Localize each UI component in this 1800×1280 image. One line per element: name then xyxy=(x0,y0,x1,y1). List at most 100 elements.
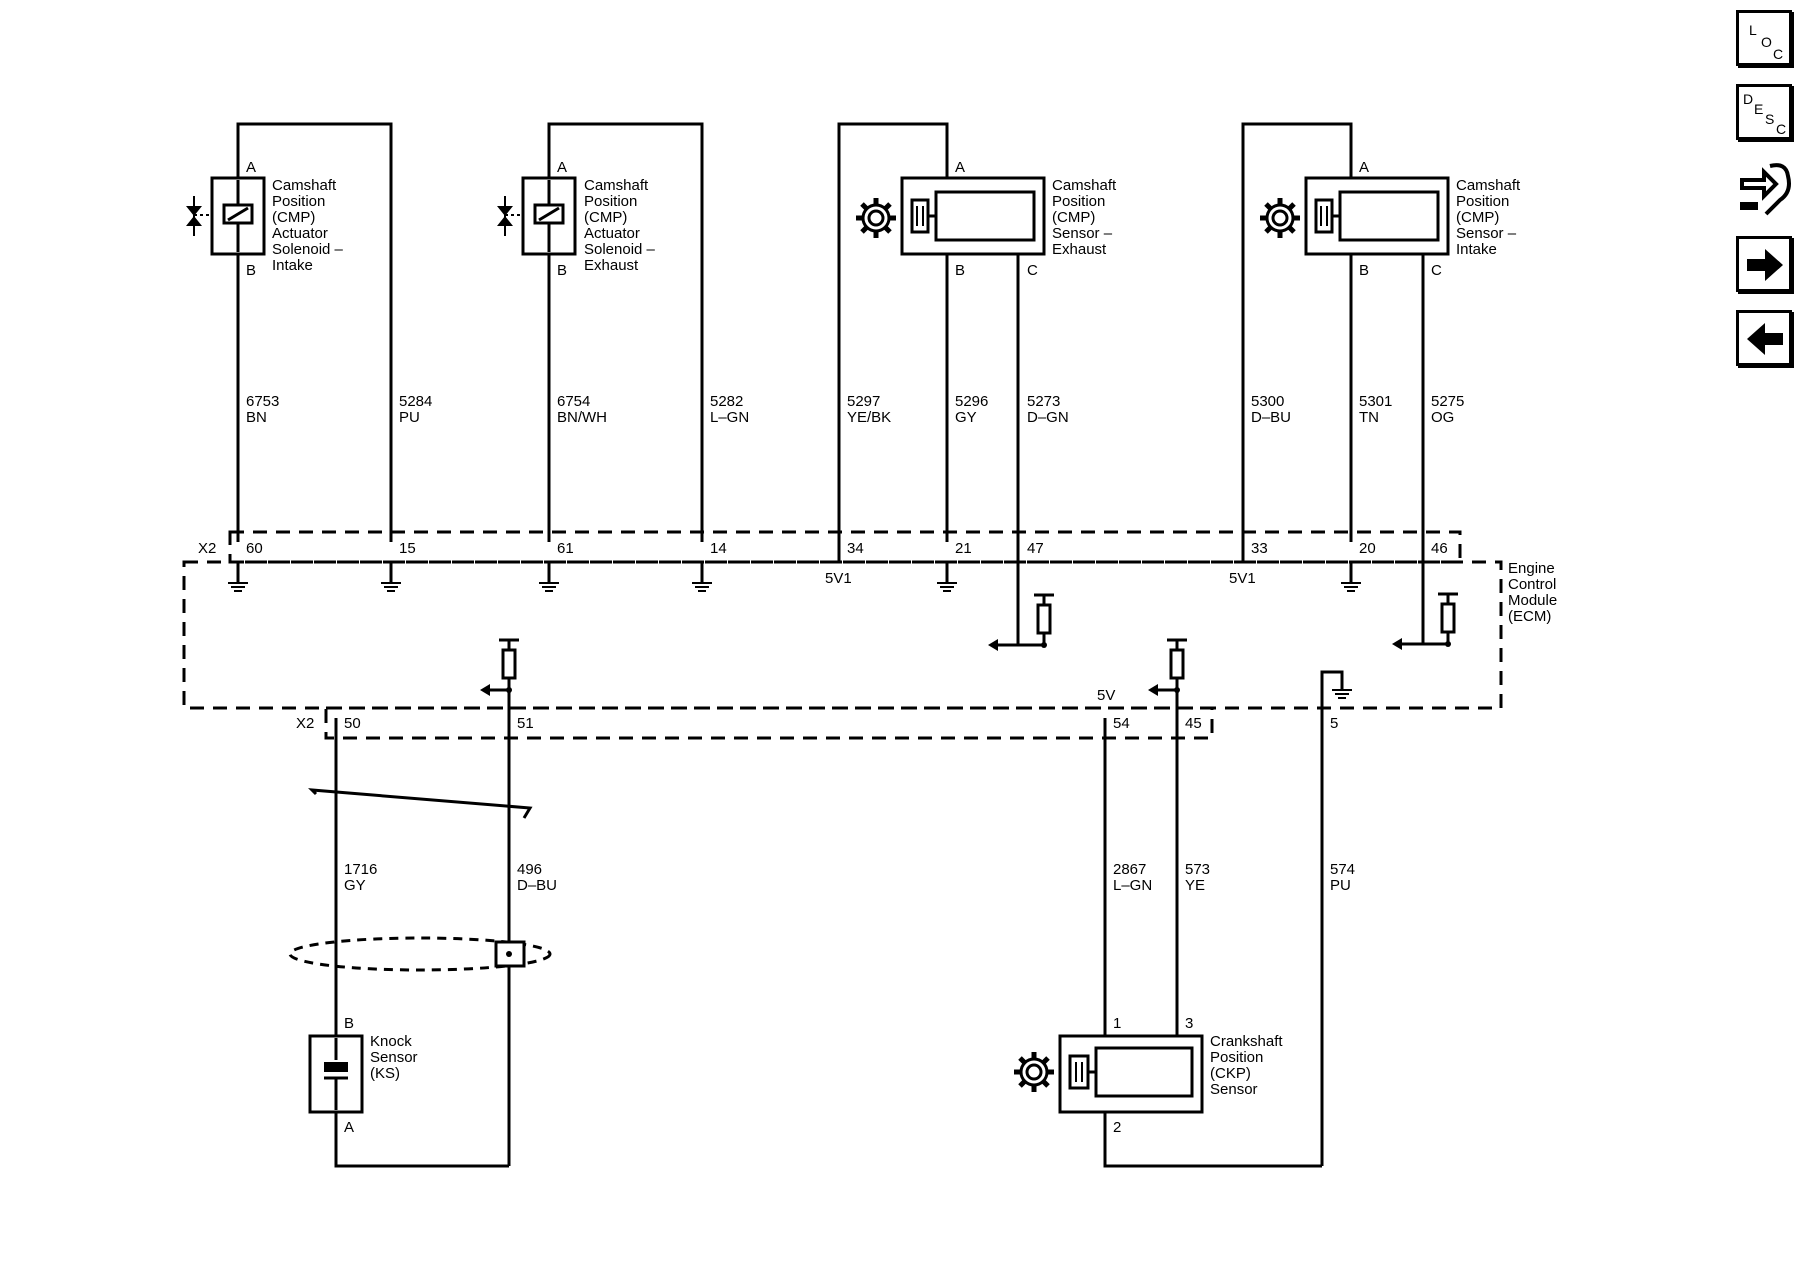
knock-sensor: B A Knock Sensor (KS) xyxy=(308,1015,509,1168)
ecm-internal-grounds xyxy=(226,562,1363,593)
top-wire-5284: 5284 PU 15 xyxy=(399,393,432,557)
svg-text:D–BU: D–BU xyxy=(1251,409,1291,426)
ecm-pin: 34 xyxy=(847,540,864,557)
pin-b: B xyxy=(344,1015,354,1032)
svg-text:D–GN: D–GN xyxy=(1027,409,1069,426)
svg-text:BN/WH: BN/WH xyxy=(557,409,607,426)
loc-letter-l: L xyxy=(1749,22,1757,38)
ecm-input-circuit-573: 5V xyxy=(1097,638,1189,718)
svg-text:496: 496 xyxy=(517,861,542,878)
svg-text:5282: 5282 xyxy=(710,393,743,410)
previous-page-button[interactable] xyxy=(1736,310,1792,366)
ckp-sensor: 1 3 2 Crankshaft Position (CKP) Sensor xyxy=(1014,1015,1322,1168)
location-button[interactable]: L O C xyxy=(1736,10,1792,66)
svg-text:PU: PU xyxy=(1330,877,1351,894)
svg-text:50: 50 xyxy=(344,715,361,732)
top-wire-5296: 5296 GY 21 xyxy=(955,393,988,557)
svg-text:5296: 5296 xyxy=(955,393,988,410)
connector-x2-bottom-label: X2 xyxy=(296,715,314,732)
svg-text:L–GN: L–GN xyxy=(710,409,749,426)
description-button[interactable]: D E S C xyxy=(1736,84,1792,140)
svg-text:5275: 5275 xyxy=(1431,393,1464,410)
svg-text:D–BU: D–BU xyxy=(517,877,557,894)
svg-text:OG: OG xyxy=(1431,409,1454,426)
top-wire-5297: 5297 YE/BK 34 xyxy=(847,393,891,557)
ecm-pin: 46 xyxy=(1431,540,1448,557)
svg-text:Sensor –: Sensor – xyxy=(1456,225,1517,242)
pin-a: A xyxy=(344,1119,354,1136)
svg-text:Sensor: Sensor xyxy=(370,1049,418,1066)
pin-c: C xyxy=(1431,262,1442,279)
svg-text:Actuator: Actuator xyxy=(272,225,328,242)
svg-text:6754: 6754 xyxy=(557,393,590,410)
svg-text:54: 54 xyxy=(1113,715,1130,732)
svg-text:573: 573 xyxy=(1185,861,1210,878)
bottom-wire-2867: 54 2867 L–GN xyxy=(1103,715,1152,1036)
ecm-pin: 61 xyxy=(557,540,574,557)
svg-text:6753: 6753 xyxy=(246,393,279,410)
cmp-actuator-solenoid-intake: A B Camshaft Position (CMP) Actuator Sol… xyxy=(186,122,393,542)
bottom-wire-1716: 50 1716 GY xyxy=(334,715,377,1036)
svg-text:Sensor –: Sensor – xyxy=(1052,225,1113,242)
pin-a: A xyxy=(557,159,567,176)
svg-text:Module: Module xyxy=(1508,592,1557,609)
pin-2: 2 xyxy=(1113,1119,1121,1136)
svg-text:5273: 5273 xyxy=(1027,393,1060,410)
pin-b: B xyxy=(557,262,567,279)
svg-text:5: 5 xyxy=(1330,715,1338,732)
svg-text:Position: Position xyxy=(1210,1049,1263,1066)
svg-text:Position: Position xyxy=(272,193,325,210)
pin-a: A xyxy=(955,159,965,176)
svg-text:YE/BK: YE/BK xyxy=(847,409,891,426)
svg-text:Camshaft: Camshaft xyxy=(1456,177,1521,194)
ecm-input-circuit-5273 xyxy=(988,593,1056,651)
next-page-button[interactable] xyxy=(1736,236,1792,292)
pin-a: A xyxy=(246,159,256,176)
pin-3: 3 xyxy=(1185,1015,1193,1032)
connector-x2-top-label: X2 xyxy=(198,540,216,557)
desc-letter-s: S xyxy=(1765,111,1774,127)
service-tool-icon[interactable] xyxy=(1736,158,1794,218)
svg-text:(CKP): (CKP) xyxy=(1210,1065,1251,1082)
svg-text:5284: 5284 xyxy=(399,393,432,410)
loc-letter-o: O xyxy=(1761,34,1772,50)
ecm-boundary xyxy=(182,530,1503,740)
ecm-input-circuit-5275 xyxy=(1392,592,1460,650)
pin-b: B xyxy=(246,262,256,279)
pin-b: B xyxy=(1359,262,1369,279)
pin-1: 1 xyxy=(1113,1015,1121,1032)
svg-text:Camshaft: Camshaft xyxy=(272,177,337,194)
svg-text:Exhaust: Exhaust xyxy=(1052,241,1107,258)
svg-text:Control: Control xyxy=(1508,576,1556,593)
ecm-ground-pin-5 xyxy=(1320,670,1354,718)
shield-marker xyxy=(288,936,552,972)
svg-text:Camshaft: Camshaft xyxy=(584,177,649,194)
svg-text:(CMP): (CMP) xyxy=(1052,209,1095,226)
ecm-pin: 33 xyxy=(1251,540,1268,557)
pin-a: A xyxy=(1359,159,1369,176)
svg-text:5300: 5300 xyxy=(1251,393,1284,410)
svg-text:2867: 2867 xyxy=(1113,861,1146,878)
cmp-sensor-exhaust: A B C Camshaft Position (CMP) Sensor – E… xyxy=(837,122,1117,640)
svg-text:(CMP): (CMP) xyxy=(584,209,627,226)
svg-text:PU: PU xyxy=(399,409,420,426)
ecm-pin: 14 xyxy=(710,540,727,557)
top-wire-6754: 6754 BN/WH 61 xyxy=(557,393,607,557)
top-wire-5301: 5301 TN 20 xyxy=(1359,393,1392,557)
svg-text:(CMP): (CMP) xyxy=(1456,209,1499,226)
svg-text:51: 51 xyxy=(517,715,534,732)
svg-text:45: 45 xyxy=(1185,715,1202,732)
svg-text:(ECM): (ECM) xyxy=(1508,608,1551,625)
svg-text:Intake: Intake xyxy=(1456,241,1497,258)
svg-text:Solenoid –: Solenoid – xyxy=(584,241,656,258)
supply-5v1-label: 5V1 xyxy=(825,570,852,587)
ecm-pin: 20 xyxy=(1359,540,1376,557)
svg-text:GY: GY xyxy=(955,409,977,426)
bottom-wire-573: 45 573 YE xyxy=(1175,715,1210,1048)
ecm-label: Engine Control Module (ECM) xyxy=(1508,560,1557,625)
svg-text:TN: TN xyxy=(1359,409,1379,426)
svg-text:L–GN: L–GN xyxy=(1113,877,1152,894)
svg-text:(CMP): (CMP) xyxy=(272,209,315,226)
desc-letter-d: D xyxy=(1743,91,1753,107)
svg-text:Sensor: Sensor xyxy=(1210,1081,1258,1098)
